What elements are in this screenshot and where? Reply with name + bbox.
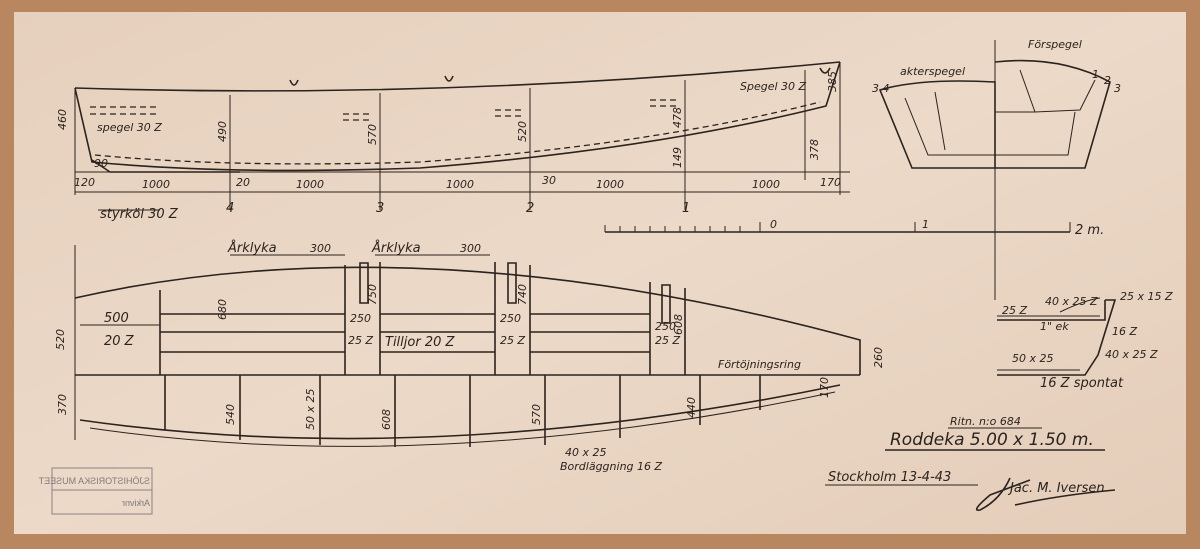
- seat-thickness-label: 25 Z: [1002, 304, 1027, 317]
- stamp-archive: Arkivnr: [122, 498, 150, 508]
- bottom-label: 16 Z spontat: [1040, 376, 1124, 391]
- scale-1: 1: [922, 218, 929, 231]
- floor-label: 50 x 25: [1012, 352, 1054, 365]
- plank-label: 16 Z: [1112, 325, 1137, 338]
- aft-transom-nums: 3 4: [872, 82, 890, 95]
- dim-90: 90: [94, 157, 108, 170]
- station-3: 3: [376, 201, 384, 216]
- seat-1-width: 250: [350, 312, 371, 325]
- spacing-1000: 1000: [446, 178, 474, 191]
- spacing-1000: 1000: [752, 178, 780, 191]
- dim-149: 149: [671, 147, 684, 168]
- seat-1-thickness: 25 Z: [348, 334, 373, 347]
- dim-370: 370: [56, 394, 69, 415]
- dim-490: 490: [216, 121, 229, 142]
- station-2: 2: [526, 201, 534, 216]
- dim-30: 30: [542, 174, 556, 187]
- dim-520: 520: [516, 121, 529, 142]
- oak-label: 1" ek: [1040, 320, 1069, 333]
- oarlock-2-label: Årklyka: [371, 240, 421, 256]
- scale-0: 0: [770, 218, 777, 231]
- thwart-aft-label: 20 Z: [104, 334, 135, 349]
- aft-transom-label: akterspegel: [900, 65, 965, 78]
- fore-num-3: 3: [1114, 82, 1121, 95]
- dim-170: 170: [820, 176, 841, 189]
- rubbing-strip-label: 40 x 25: [565, 446, 607, 459]
- side-view: spegel 30 Z Spegel 30 Z 460 490 570 520 …: [56, 61, 850, 222]
- scale-bar: 0 1 2 m.: [604, 218, 1104, 238]
- drawing-number: Ritn. n:o 684: [950, 415, 1021, 428]
- drawing-title: Roddeka 5.00 x 1.50 m.: [890, 430, 1094, 450]
- keel-label: styrköl 30 Z: [100, 207, 179, 222]
- signature: Jac. M. Iversen: [975, 477, 1116, 511]
- dim-570: 570: [530, 404, 543, 425]
- dim-20: 20: [236, 176, 250, 189]
- floorboards-label: Tilljor 20 Z: [385, 335, 455, 350]
- dim-750: 750: [366, 284, 379, 305]
- dim-680: 680: [216, 299, 229, 320]
- dim-500: 500: [104, 311, 129, 326]
- chine-label: 40 x 25 Z: [1105, 348, 1158, 361]
- seat-2-thickness: 25 Z: [500, 334, 525, 347]
- station-4: 4: [226, 201, 234, 216]
- dim-170: 170: [818, 377, 831, 398]
- dim-460: 460: [56, 109, 69, 130]
- fore-num-1: 1: [1092, 68, 1099, 81]
- oarlock-1-dim: 300: [310, 242, 331, 255]
- transom-views: akterspegel Förspegel 3 4 1 2 3: [872, 38, 1121, 300]
- frame-size: 50 x 25: [304, 389, 317, 431]
- station-1: 1: [682, 201, 690, 216]
- dim-378: 378: [808, 139, 821, 160]
- right-transom-label: Spegel 30 Z: [740, 80, 807, 93]
- title-block: Ritn. n:o 684 Roddeka 5.00 x 1.50 m. Sto…: [825, 415, 1116, 511]
- dim-520: 520: [54, 329, 67, 350]
- gunwale-label: 40 x 25 Z: [1045, 295, 1098, 308]
- dim-260: 260: [872, 347, 885, 368]
- spacing-1000: 1000: [596, 178, 624, 191]
- spacing-1000: 1000: [142, 178, 170, 191]
- rail-label: 25 x 15 Z: [1120, 290, 1173, 303]
- plan-view: Årklyka 300 Årklyka 300 500 20 Z 520 680…: [54, 240, 885, 473]
- seat-3-width: 250: [655, 320, 676, 333]
- place-date: Stockholm 13-4-43: [828, 470, 951, 485]
- fore-num-2: 2: [1104, 74, 1111, 87]
- dim-440: 440: [685, 397, 698, 418]
- planking-label: Bordläggning 16 Z: [560, 460, 663, 473]
- paper: [14, 12, 1186, 534]
- signature-text: Jac. M. Iversen: [1007, 481, 1105, 496]
- seat-3-thickness: 25 Z: [655, 334, 680, 347]
- dim-540: 540: [224, 404, 237, 425]
- scale-2m: 2 m.: [1075, 223, 1104, 238]
- section-detail: 40 x 25 Z 1" ek 25 x 15 Z 25 Z 16 Z 40 x…: [997, 290, 1173, 391]
- museum-stamp: SJÖHISTORISKA MUSEET Arkivnr: [38, 467, 153, 515]
- spacing-1000: 1000: [296, 178, 324, 191]
- oarlock-2-dim: 300: [460, 242, 481, 255]
- dim-120: 120: [74, 176, 95, 189]
- stamp-museum: SJÖHISTORISKA MUSEET: [38, 476, 150, 486]
- dim-608: 608: [672, 314, 685, 335]
- mooring-ring-label: Förtöjningsring: [718, 358, 801, 371]
- dim-385: 385: [826, 71, 839, 92]
- fore-transom-label: Förspegel: [1028, 38, 1082, 51]
- left-transom-label: spegel 30 Z: [97, 121, 162, 134]
- dim-740: 740: [516, 284, 529, 305]
- dim-570: 570: [366, 124, 379, 145]
- oarlock-1-label: Årklyka: [227, 240, 277, 256]
- seat-2-width: 250: [500, 312, 521, 325]
- dim-478: 478: [671, 107, 684, 128]
- dim-608b: 608: [380, 409, 393, 430]
